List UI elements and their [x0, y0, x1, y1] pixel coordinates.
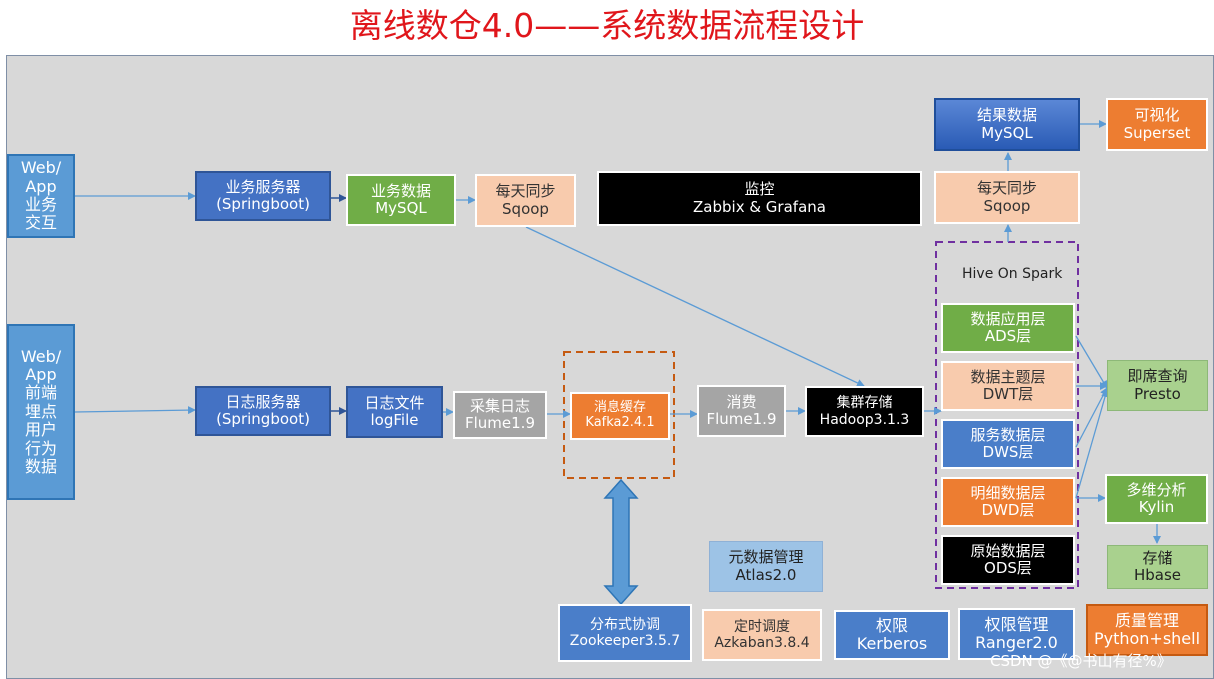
zookeeper-double-arrow — [603, 478, 639, 606]
arrow-dwd-to-presto — [1075, 389, 1109, 499]
web-app-frontend-source: Web/ App 前端 埋点 用户 行为 数据 — [7, 324, 75, 500]
hive-container — [935, 241, 1079, 589]
business-server-node: 业务服务器(Springboot) — [195, 171, 331, 221]
log-server-node: 日志服务器(Springboot) — [195, 386, 331, 436]
arrow-ads-to-presto — [1075, 335, 1108, 389]
hive-on-spark-label: Hive On Spark — [962, 266, 1063, 282]
web-app-business-source: Web/ App 业务 交互 — [7, 154, 75, 238]
page-title: 离线数仓4.0——系统数据流程设计 — [349, 6, 865, 45]
arrow-frontend-to-log-server — [74, 406, 196, 415]
watermark: CSDN @《@书山有径%》 — [990, 652, 1172, 670]
arrow-sqoop-to-hadoop — [525, 226, 865, 387]
arrow-dws-to-presto — [1075, 387, 1108, 448]
